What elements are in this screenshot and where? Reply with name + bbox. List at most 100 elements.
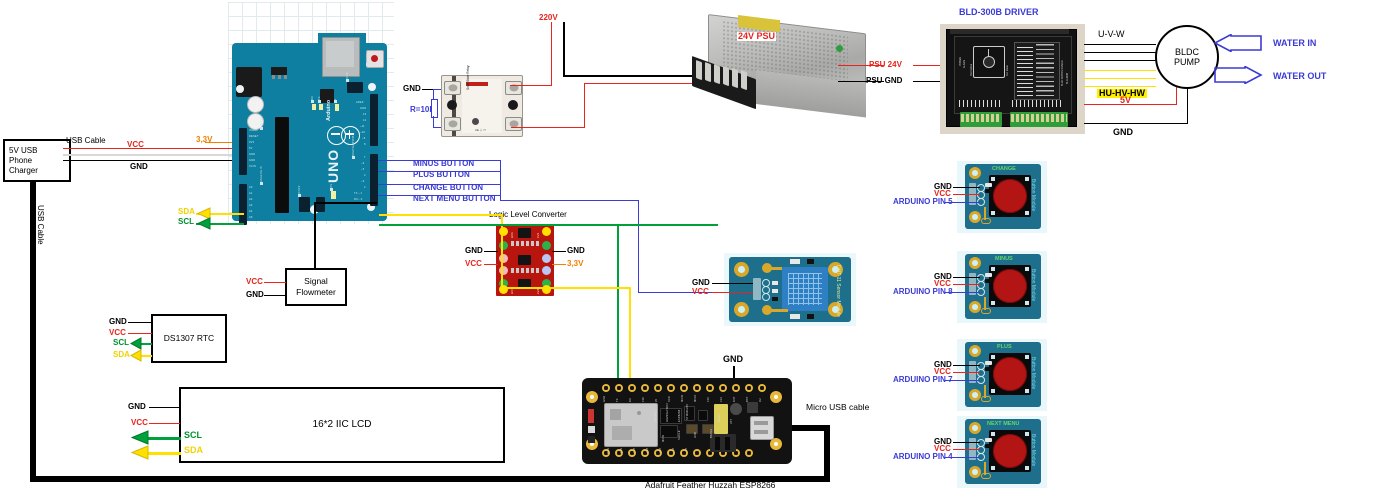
scl-arrowhead (196, 217, 211, 230)
wire-sda-arduino (196, 213, 244, 215)
label-flowmeter-vcc: VCC (246, 277, 263, 286)
wire-i2c-scl-to-llc (502, 224, 552, 226)
wire-psu-24v-to-driver (913, 65, 955, 66)
rtc-title: DS1307 RTC (163, 333, 215, 344)
wire-flowmeter-gnd (264, 295, 286, 296)
label-next-menu-button: NEXT MENU BUTTON (413, 194, 496, 203)
label-pump-gnd: GND (1113, 127, 1133, 137)
label-dht-vcc: VCC (692, 287, 709, 296)
wire-3v3-arduino (205, 142, 245, 143)
wire-minus-vcc (953, 284, 980, 285)
wire-rtc-scl (135, 343, 152, 345)
wire-plus-gnd (953, 365, 980, 366)
wire-plus-button (378, 171, 500, 172)
wire-ssr-out (511, 127, 585, 128)
wire-change-gnd (953, 187, 980, 188)
wire-pump-5v (1084, 104, 1177, 105)
label-flowmeter-gnd: GND (246, 290, 264, 299)
wire-resistor-bottom-branch (433, 127, 445, 128)
wire-resistor-leg-top (433, 89, 434, 99)
wire-pump-gnd-up (1187, 82, 1188, 124)
wire-minus-pin (945, 292, 980, 293)
label-hall-sensors: HU-HV-HW (1097, 88, 1147, 98)
usb-cable-bottom-horizontal (30, 476, 830, 482)
water-in-arrow (1213, 34, 1262, 52)
wire-psu-gnd-to-driver (913, 81, 955, 82)
button-side-plus: Button Module (1030, 357, 1036, 390)
feather-caption: Adafruit Feather Huzzah ESP8266 (645, 480, 776, 490)
usb-cable-label-top: USB Cable (66, 136, 106, 145)
lcd-sda-arrowhead (130, 445, 149, 460)
wire-next-menu-pin (945, 457, 980, 458)
usb-phone-charger-box: 5V USB Phone Charger (3, 139, 71, 182)
label-water-in: WATER IN (1273, 38, 1317, 48)
logic-level-converter-board: HV1 LV1 HV4 LV4 (496, 224, 554, 296)
label-next-menu-gnd: GND (934, 437, 952, 446)
label-change-vcc: VCC (934, 189, 951, 198)
wire-rtc-vcc (128, 333, 152, 334)
wire-i2c-sda-top (379, 214, 501, 216)
label-rtc-scl: SCL (113, 338, 129, 347)
label-bld-driver-title: BLD-300B DRIVER (959, 7, 1039, 17)
wire-psu-gnd-out (838, 81, 884, 82)
label-plus-vcc: VCC (934, 367, 951, 376)
button-name-minus: MINUS (995, 256, 1013, 262)
label-next-menu-vcc: VCC (934, 444, 951, 453)
label-feather-gnd: GND (723, 354, 743, 364)
label-vcc-charger: VCC (127, 140, 144, 149)
label-lcd-sda: SDA (184, 445, 204, 455)
solid-state-relay: Solid State Relay CE ⏚ ⏛ (441, 66, 523, 137)
wire-hall-hu (1084, 70, 1156, 71)
ds1307-rtc-box: DS1307 RTC (151, 314, 227, 363)
wire-resistor-leg-bottom (433, 116, 434, 128)
wire-change-button (378, 184, 500, 185)
wire-i2c-sda-bottom (501, 287, 553, 289)
button-side-minus: Button Module (1030, 269, 1036, 302)
pullup-resistor-body (430, 99, 438, 118)
button-side-change: Button Module (1030, 179, 1036, 212)
label-ssr-gnd: GND (403, 84, 421, 93)
label-rtc-vcc: VCC (109, 328, 126, 337)
wire-rtc-sda (135, 355, 152, 357)
wire-minus-button (378, 160, 500, 161)
wire-llc-lv-scl (552, 224, 718, 226)
label-logic-level-converter: Logic Level Converter (489, 210, 567, 219)
wire-llc-lv-sda-down (629, 287, 631, 382)
wire-phase-w (1084, 60, 1156, 61)
wire-mains-neutral-to-psu (563, 75, 699, 77)
wire-llc-3v3-right (552, 264, 566, 265)
label-rtc-sda: SDA (113, 350, 130, 359)
iic-lcd-box: 16*2 IIC LCD (179, 387, 505, 463)
wire-lcd-scl (145, 437, 181, 440)
flowmeter-line-2: Flowmeter (296, 287, 336, 297)
button-name-plus: PLUS (997, 344, 1012, 350)
wire-change-pin (945, 202, 980, 203)
wire-psu-24v-out (838, 65, 884, 66)
charger-line-1: 5V USB (9, 145, 38, 155)
charger-line-2: Phone (9, 155, 33, 165)
label-resistor-value: R=10k (410, 105, 434, 114)
wire-dht-vcc (712, 292, 753, 293)
label-minus-vcc: VCC (934, 279, 951, 288)
button-side-next-menu: Button Module (1030, 434, 1036, 467)
arduino-model-text: UNO (325, 148, 341, 183)
label-3v3-arduino: 3,3V (196, 135, 213, 144)
wire-llc-lv-sda (552, 287, 630, 289)
usb-cable-right-vertical (824, 425, 830, 482)
wire-hall-hw (1084, 86, 1156, 87)
label-gnd-charger: GND (130, 162, 148, 171)
label-24v-psu: 24V PSU (737, 31, 777, 41)
wire-button-bus-down (638, 200, 639, 292)
wire-mains-neutral-drop (563, 22, 565, 76)
button-name-next-menu: NEXT MENU (987, 421, 1020, 427)
wire-flowmeter-signal-up (314, 202, 316, 269)
wire-pump-gnd (1084, 123, 1188, 124)
pump-label-line-2: PUMP (1173, 57, 1200, 67)
rtc-sda-arrowhead (129, 349, 142, 362)
label-rtc-gnd: GND (109, 317, 127, 326)
arduino-brand-text: Arduino (326, 99, 332, 121)
label-llc-gnd-right: GND (567, 246, 585, 255)
wire-resistor-top-branch (433, 89, 445, 90)
wire-scl-arduino (196, 223, 244, 225)
